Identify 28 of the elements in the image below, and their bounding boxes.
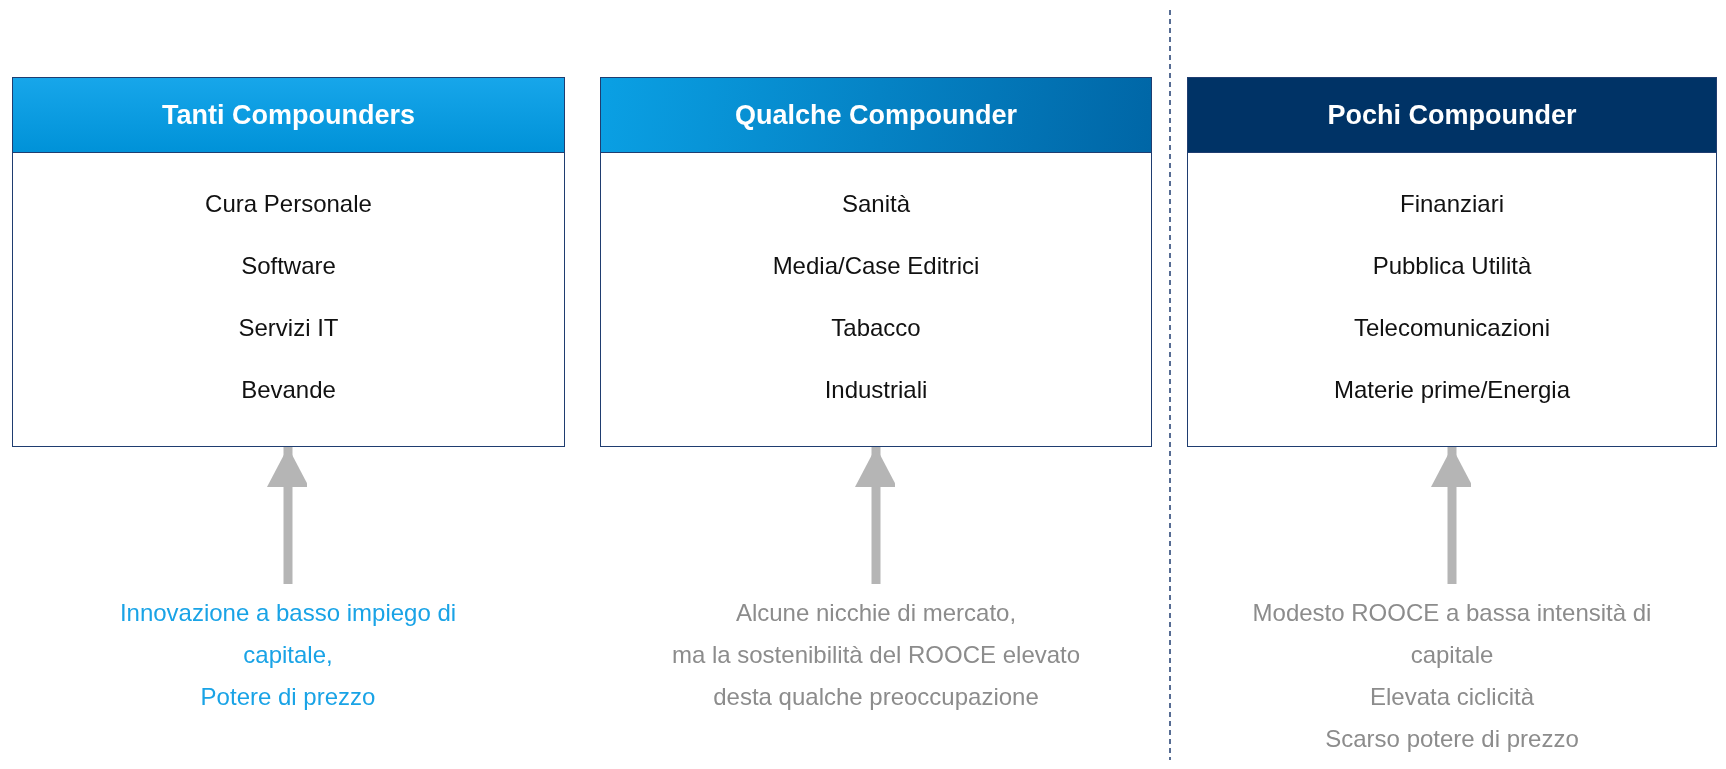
note-line: Potere di prezzo: [199, 682, 377, 712]
card-header: Pochi Compounder: [1188, 78, 1716, 153]
category-card: [600, 77, 1152, 447]
note-line: Alcune nicchie di mercato,: [734, 598, 1018, 628]
note-line: Modesto ROOCE a bassa intensità di capitale: [1251, 598, 1653, 670]
sector-label: Cura Personale: [204, 189, 373, 219]
sector-label: Pubblica Utilità: [1371, 251, 1533, 281]
sector-label: Tabacco: [830, 313, 922, 343]
note-line: Elevata ciclicità: [1368, 682, 1536, 712]
card-header: Tanti Compounders: [13, 78, 564, 153]
sector-label: Materie prime/Energia: [1332, 375, 1572, 405]
sector-label: Finanziari: [1398, 189, 1505, 219]
note-line: Scarso potere di prezzo: [1324, 724, 1580, 754]
sector-label: Sanità: [840, 189, 912, 219]
category-card: [1187, 77, 1717, 447]
sector-label: Telecomunicazioni: [1352, 313, 1552, 343]
category-card: [12, 77, 565, 447]
arrow: [1431, 447, 1473, 584]
sector-label: Software: [240, 251, 337, 281]
card-header: Qualche Compounder: [601, 78, 1151, 153]
sector-label: Bevande: [240, 375, 337, 405]
sector-label: Industriali: [823, 375, 929, 405]
note-line: Innovazione a basso impiego di capitale,: [118, 598, 458, 670]
sector-label: Servizi IT: [237, 313, 340, 343]
note-line: ma la sostenibilità del ROOCE elevato desta qualche preoccupazione: [670, 640, 1082, 712]
arrow: [855, 447, 897, 584]
arrow: [267, 447, 309, 584]
sector-label: Media/Case Editrici: [771, 251, 981, 281]
